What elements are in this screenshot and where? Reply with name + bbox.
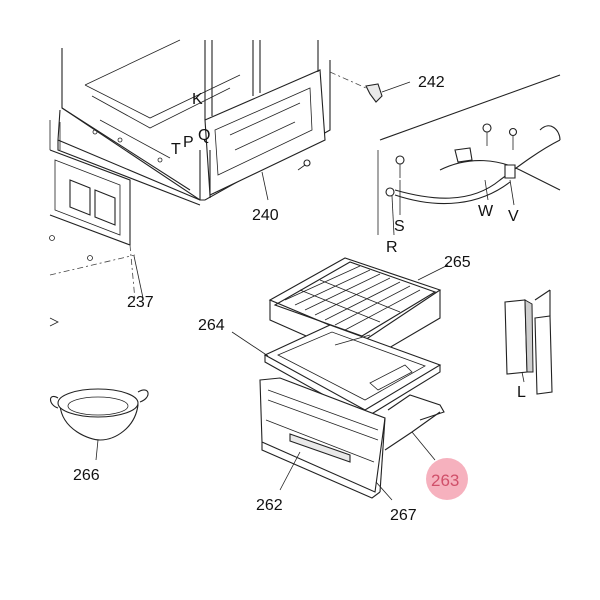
label-P: P [183,134,194,151]
label-Q: Q [198,127,210,144]
label-K: K [192,91,203,108]
label-264: 264 [198,317,225,334]
side-bracket-237 [49,120,144,327]
label-S: S [394,218,405,235]
label-237: 237 [127,294,154,311]
wok-266 [49,388,149,461]
oven-cavity-assembly [57,39,331,206]
label-T: T [171,141,181,158]
label-W: W [478,203,494,220]
label-266: 266 [73,467,100,484]
label-263: 263 [431,471,459,490]
label-265: 265 [444,254,471,271]
label-V: V [508,208,519,225]
label-267: 267 [390,507,417,524]
wiring-harness [377,74,561,236]
storage-drawer-262 [259,377,393,501]
broil-pan-264 [231,324,442,419]
label-R: R [386,239,398,256]
side-panel-L [504,289,553,395]
label-262: 262 [256,497,283,514]
highlight-marker-263 [426,458,468,500]
label-L: L [517,384,526,401]
label-242: 242 [418,74,445,91]
label-240: 240 [252,207,279,224]
bracket-242 [329,71,411,103]
drawer-slide-263 [384,394,445,461]
